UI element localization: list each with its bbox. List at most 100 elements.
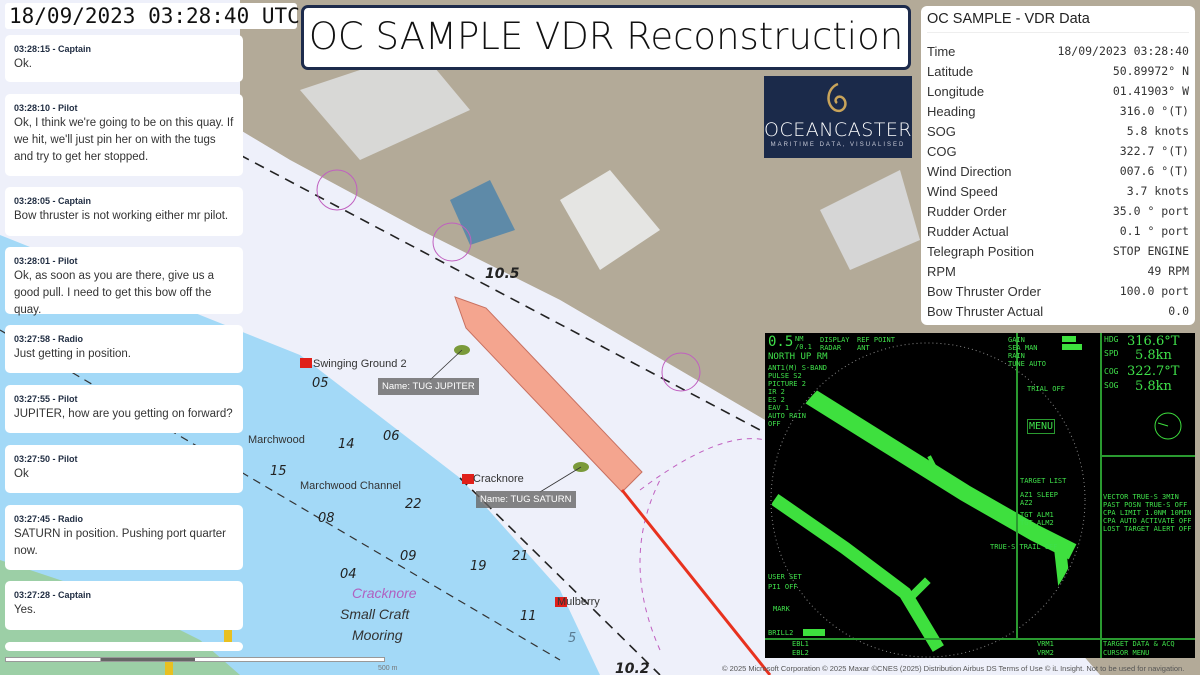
vdr-value: 007.6 °(T) [1119,164,1189,178]
radar-pi[interactable]: PI1 OFF [768,583,798,591]
radar-mode[interactable]: NORTH UP RM [768,352,828,362]
vdr-row: Longitude 01.41903° W [927,81,1189,101]
radar-picture[interactable]: PICTURE 2 [768,380,806,388]
vdr-value: 316.0 °(T) [1119,104,1189,118]
anchor-circle [661,352,701,392]
vdr-label: Longitude [927,83,985,99]
radar-display[interactable]: 0.5 NM /0.1 DISPLAY RADAR REF POINT ANT … [765,333,1195,658]
radar-sea[interactable]: SEA MAN [1008,344,1038,352]
chat-text: SATURN in position. Pushing port quarter… [14,528,226,557]
radar-hdg-label: HDG [1104,335,1119,344]
vdr-panel-title: OC SAMPLE - VDR Data [927,11,1189,33]
radar-eav: EAV 1 [768,404,790,412]
radar-vrm1[interactable]: VRM1 [1037,640,1054,648]
place-label: Mulberry [557,596,600,608]
vdr-value: 100.0 port [1119,284,1189,298]
depth-label: 11 [520,609,537,624]
chat-text: Ok, I think we're going to be on this qu… [14,117,234,163]
chat-text: Ok. [14,58,32,70]
brill-bar[interactable] [803,629,825,636]
radar-tgt1[interactable]: TGT ALM1 [1020,511,1054,519]
scale-label: 500 m [378,665,398,672]
radar-cursor-menu[interactable]: CURSOR MENU [1103,649,1150,657]
tug-saturn-label: Name: TUG SATURN [476,491,576,508]
radar-trail[interactable]: TRUE-S TRAIL OFF [990,543,1058,551]
radar-vrm2[interactable]: VRM2 [1037,649,1054,657]
radar-user-set[interactable]: USER SET [768,573,802,581]
chat-message-partial [5,642,243,651]
radar-tgt2[interactable]: TGT ALM2 [1020,519,1054,527]
radar-vector[interactable]: VECTOR TRUE-S 3MIN [1103,493,1179,501]
chat-header: 03:27:58 - Radio [14,334,84,344]
radar-rain[interactable]: RAIN [1008,352,1025,360]
depth-label: 04 [340,567,357,582]
sea-bar[interactable] [1062,344,1082,350]
radar-mark[interactable]: MARK [773,605,790,613]
logo-name: OCEANCASTER [764,119,913,141]
radar-ebl2[interactable]: EBL2 [792,649,809,657]
vdr-value: 5.8 knots [1126,124,1189,138]
radar-ref-point[interactable]: REF POINT [857,336,895,344]
aerial-shed [560,170,660,270]
radar-ebl1[interactable]: EBL1 [792,640,809,648]
radar-autorain-val: OFF [768,420,781,428]
radar-target-list[interactable]: TARGET LIST [1020,477,1067,485]
depth-contour [0,329,561,661]
chat-header: 03:27:55 - Pilot [14,394,78,404]
radar-cpa-limit[interactable]: CPA LIMIT 1.0NM 10MIN [1103,509,1192,517]
vdr-value: 322.7 °(T) [1119,144,1189,158]
radar-cpa-auto[interactable]: CPA AUTO ACTIVATE OFF [1103,517,1192,525]
radar-trial[interactable]: TRIAL OFF [1027,385,1065,393]
chat-header: 03:28:01 - Pilot [14,256,78,266]
page-title: OC SAMPLE VDR Reconstruction [301,5,911,70]
radar-display-mode[interactable]: DISPLAY [820,336,850,344]
place-label: Cracknore [473,473,524,485]
compass-icon [1154,412,1182,440]
radar-antenna[interactable]: ANT1(M) S-BAND [768,364,828,372]
vdr-value: 49 RPM [1147,264,1189,278]
radar-pulse[interactable]: PULSE S2 [768,372,802,380]
vdr-value: 01.41903° W [1112,84,1189,98]
radar-az2[interactable]: AZ2 [1020,499,1033,507]
radar-menu-button[interactable]: MENU [1027,419,1056,434]
radar-divider [1100,333,1102,658]
radar-ref-val: ANT [857,344,870,352]
beacon-icon [224,630,232,642]
vdr-value: 0.1 ° port [1119,224,1189,238]
depth-label: 08 [318,511,335,526]
radar-gain[interactable]: GAIN [1008,336,1025,344]
chat-text: Yes. [14,604,36,616]
radar-target-data[interactable]: TARGET DATA & ACQ [1103,640,1175,648]
radar-ppi [770,342,1086,658]
chat-text: Ok, as soon as you are there, give us a … [14,270,215,316]
radar-brill[interactable]: BRILL2 [768,629,794,637]
buoy-icons [300,358,567,607]
radar-past-posn[interactable]: PAST POSN TRUE-S OFF [1103,501,1188,509]
vdr-value: 0.0 [1168,304,1189,318]
restricted-area-boundary [639,438,766,491]
radar-az1[interactable]: AZ1 SLEEP [1020,491,1058,499]
own-ship [454,296,643,493]
radar-spd: 5.8kn [1135,348,1172,363]
radar-lost-target[interactable]: LOST TARGET ALERT OFF [1103,525,1192,533]
depth-label: 05 [312,376,329,391]
chat-text: Bow thruster is not working either mr pi… [14,210,229,222]
depth-label: 19 [470,559,487,574]
radar-range[interactable]: 0.5 [768,334,794,350]
place-label: Marchwood Channel [300,480,401,492]
depth-label: 15 [270,464,287,479]
gain-bar[interactable] [1062,336,1076,342]
map-scale-bar [5,657,385,662]
chat-text: JUPITER, how are you getting on forward? [14,408,233,420]
radar-tune[interactable]: TUNE AUTO [1008,360,1046,368]
